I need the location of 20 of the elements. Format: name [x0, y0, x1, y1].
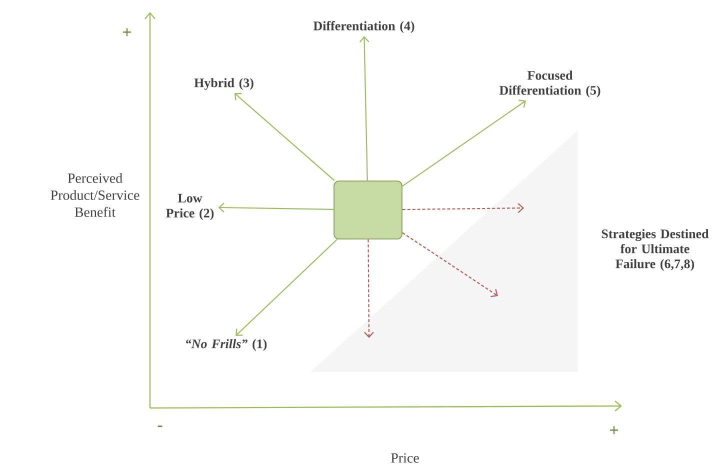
plus-sign: +	[610, 426, 618, 434]
strategy-label: Focused Differentiation (5)	[499, 70, 600, 98]
arrow	[364, 239, 374, 338]
arrow	[402, 203, 524, 213]
arrow	[402, 100, 526, 187]
axis-title: Price	[391, 453, 419, 463]
strategy-label: Strategies Destined for Ultimate Failure (6,7,8)	[602, 229, 709, 271]
strategy-label: “No Frills” (1)	[186, 339, 267, 351]
axis-title: Perceived Product/Service Benefit	[50, 173, 140, 217]
arrow	[218, 202, 334, 212]
center-box	[334, 180, 402, 240]
arrow	[236, 239, 338, 336]
arrow	[234, 93, 335, 181]
strategy-label: Hybrid (3)	[194, 78, 254, 90]
strategy-label: Differentiation (4)	[313, 21, 414, 33]
arrow	[359, 36, 370, 181]
strategy-label: Low Price (2)	[166, 194, 214, 220]
plus-sign: +	[123, 28, 131, 36]
arrow	[402, 232, 498, 298]
minus-sign: -	[158, 426, 162, 428]
